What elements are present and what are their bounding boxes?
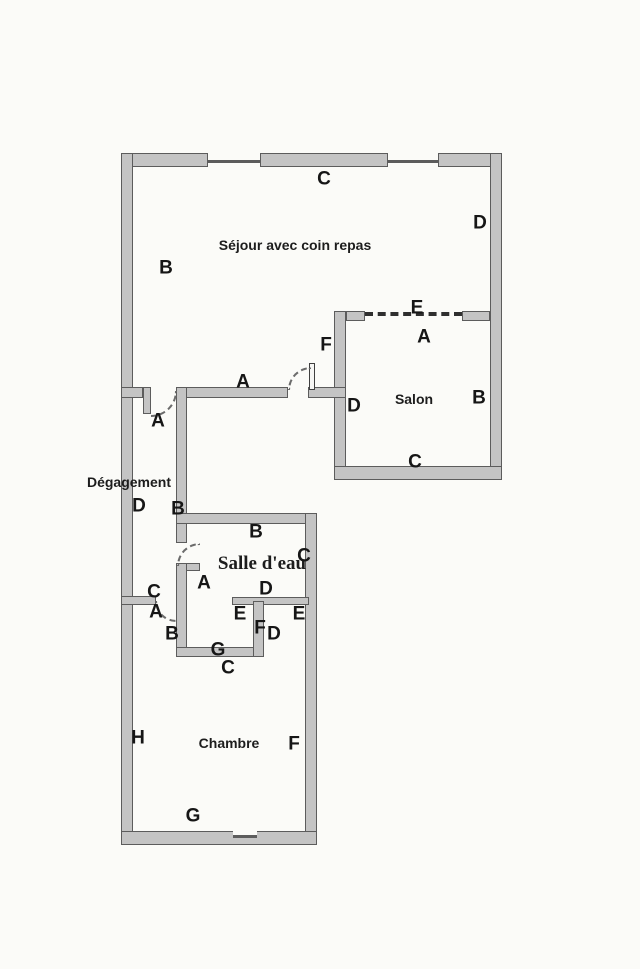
door-swing-arc (177, 543, 200, 566)
room-label-chambre: Chambre (198, 735, 260, 751)
wall-segment (121, 387, 143, 398)
wall-marker-e: E (233, 603, 247, 625)
wall-segment (176, 387, 187, 543)
wall-marker-b: B (249, 521, 263, 543)
room-label-s-jour-avec-coin-repas: Séjour avec coin repas (218, 237, 372, 253)
wall-segment (176, 387, 288, 398)
wall-segment (121, 153, 208, 167)
wall-marker-b: B (159, 257, 173, 279)
wall-marker-d: D (259, 578, 273, 600)
wall-marker-d: D (473, 212, 487, 234)
wall-marker-a: A (151, 410, 165, 432)
wall-marker-a: A (197, 572, 211, 594)
wall-segment (121, 831, 317, 845)
window-marker (208, 160, 260, 163)
wall-marker-d: D (132, 495, 146, 517)
wall-marker-f: F (288, 733, 300, 755)
wall-segment (334, 466, 502, 480)
wall-segment (462, 311, 490, 321)
wall-marker-d: D (267, 623, 281, 645)
wall-segment (346, 311, 365, 321)
wall-segment (143, 387, 151, 414)
wall-marker-a: A (149, 601, 163, 623)
wall-marker-b: B (165, 623, 179, 645)
wall-segment (308, 387, 346, 398)
wall-segment (121, 596, 156, 605)
wall-marker-e: E (292, 603, 306, 625)
wall-marker-b: B (472, 387, 486, 409)
wall-notch (233, 830, 257, 835)
window-marker (233, 835, 257, 838)
open-boundary-dashes (365, 312, 462, 316)
room-label-d-gagement: Dégagement (86, 474, 172, 490)
wall-marker-a: A (417, 326, 431, 348)
room-label-salon: Salon (394, 391, 434, 407)
wall-marker-f: F (254, 617, 266, 639)
wall-marker-h: H (131, 727, 145, 749)
wall-marker-f: F (320, 334, 332, 356)
wall-segment (490, 153, 502, 480)
wall-marker-c: C (297, 545, 311, 567)
room-label-salle-d-eau: Salle d'eau (217, 553, 307, 574)
wall-segment (253, 601, 264, 657)
wall-marker-c: C (317, 168, 331, 190)
wall-segment (260, 153, 388, 167)
wall-marker-e: E (410, 297, 424, 319)
wall-marker-a: A (236, 371, 250, 393)
door-swing-arc (288, 367, 311, 390)
wall-marker-g: G (185, 805, 201, 827)
window-marker (388, 160, 438, 163)
wall-marker-b: B (171, 498, 185, 520)
wall-marker-g: G (210, 639, 226, 661)
wall-marker-c: C (221, 657, 235, 679)
wall-marker-c: C (147, 581, 161, 603)
wall-marker-d: D (347, 395, 361, 417)
wall-segment (232, 597, 309, 605)
wall-segment (176, 513, 317, 524)
wall-marker-c: C (408, 451, 422, 473)
